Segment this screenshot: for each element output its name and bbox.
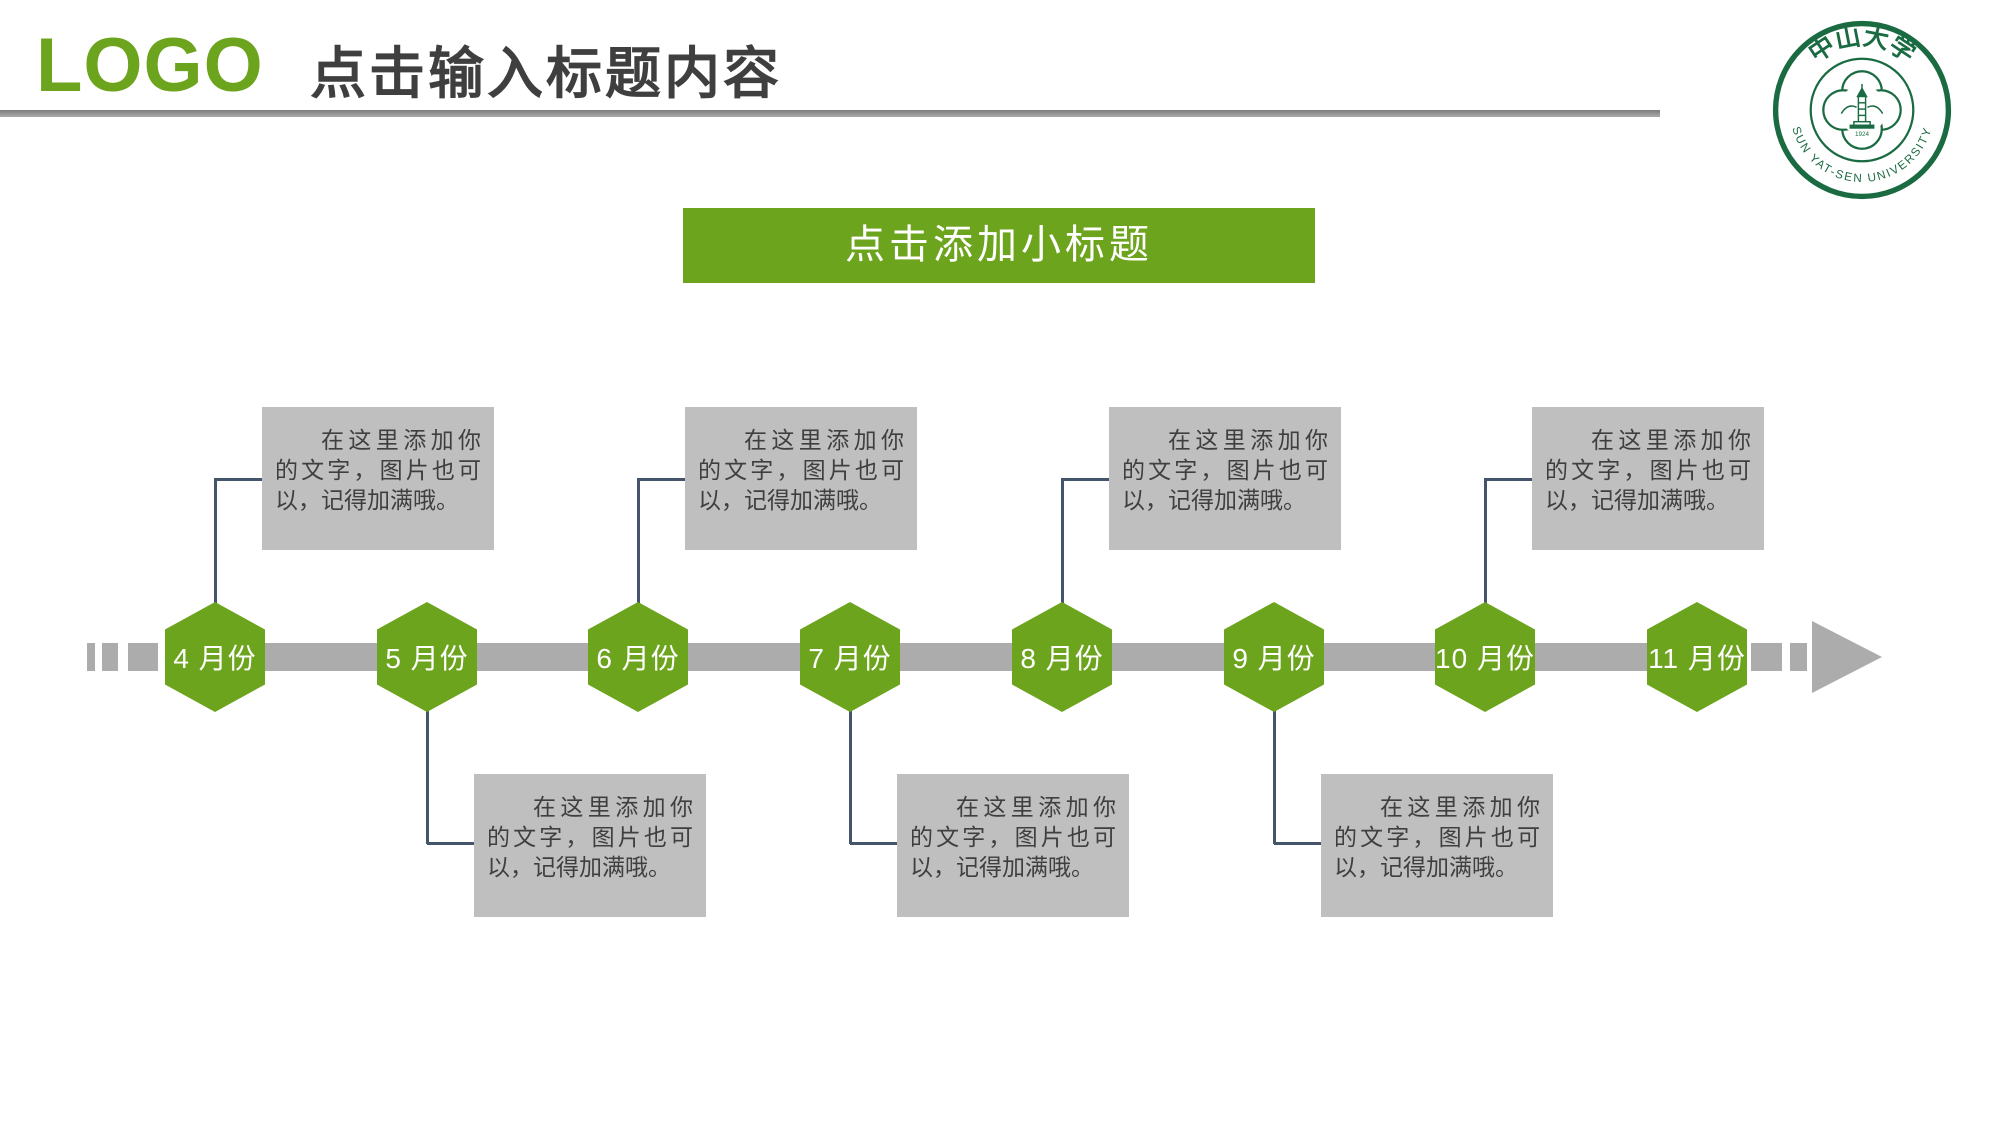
timeline-dash-right-1 (1751, 643, 1782, 671)
milestone-connector-vertical (214, 478, 217, 604)
milestone-note-box[interactable]: 在这里添加你的文字，图片也可以，记得加满哦。 (262, 407, 494, 550)
timeline-dash-left-3 (128, 643, 158, 671)
milestone-note-text[interactable]: 在这里添加你的文字，图片也可以，记得加满哦。 (487, 794, 693, 880)
logo-text: LOGO (36, 23, 264, 108)
seal-year: 1924 (1855, 131, 1870, 138)
milestone-hexagon[interactable]: 4 月份 (165, 602, 265, 712)
timeline-dash-left-2 (102, 643, 118, 671)
timeline-dash-left-1 (87, 643, 95, 671)
milestone-month-label: 5 月份 (385, 643, 469, 674)
milestone-note-box[interactable]: 在这里添加你的文字，图片也可以，记得加满哦。 (1321, 774, 1553, 917)
milestone-connector-vertical (1273, 711, 1276, 844)
timeline-arrowhead-icon (1812, 621, 1882, 693)
milestone-connector-horizontal (1062, 478, 1109, 481)
milestone-connector-horizontal (1485, 478, 1532, 481)
milestone-month-label: 9 月份 (1232, 643, 1316, 674)
milestone-note-text[interactable]: 在这里添加你的文字，图片也可以，记得加满哦。 (1122, 427, 1328, 513)
milestone-note-box[interactable]: 在这里添加你的文字，图片也可以，记得加满哦。 (897, 774, 1129, 917)
page-title[interactable]: 点击输入标题内容 (310, 42, 782, 105)
milestone-note-text[interactable]: 在这里添加你的文字，图片也可以，记得加满哦。 (1545, 427, 1751, 513)
milestone-note-box[interactable]: 在这里添加你的文字，图片也可以，记得加满哦。 (1532, 407, 1764, 550)
milestone-connector-horizontal (215, 478, 262, 481)
milestone-connector-vertical (849, 711, 852, 844)
milestone-month-label: 7 月份 (808, 643, 892, 674)
milestone-hexagon[interactable]: 7 月份 (800, 602, 900, 712)
seal-tower-icon (1840, 83, 1884, 129)
milestone-month-label: 6 月份 (596, 643, 680, 674)
milestone-connector-horizontal (427, 842, 474, 845)
milestone-connector-horizontal (1274, 842, 1321, 845)
milestone-hexagon[interactable]: 8 月份 (1012, 602, 1112, 712)
university-seal-icon: 中山大学 SUN YAT-SEN UNIVERSITY 1924 (1772, 20, 1952, 200)
subtitle-banner[interactable]: 点击添加小标题 (683, 208, 1315, 283)
milestone-note-box[interactable]: 在这里添加你的文字，图片也可以，记得加满哦。 (1109, 407, 1341, 550)
milestone-hexagon[interactable]: 10 月份 (1435, 602, 1535, 712)
milestone-connector-vertical (1484, 478, 1487, 604)
milestone-connector-horizontal (850, 842, 897, 845)
milestone-note-box[interactable]: 在这里添加你的文字，图片也可以，记得加满哦。 (474, 774, 706, 917)
milestone-connector-vertical (637, 478, 640, 604)
milestone-connector-vertical (426, 711, 429, 844)
milestone-month-label: 8 月份 (1020, 643, 1104, 674)
milestone-hexagon[interactable]: 11 月份 (1647, 602, 1747, 712)
milestone-month-label: 4 月份 (173, 643, 257, 674)
milestone-note-text[interactable]: 在这里添加你的文字，图片也可以，记得加满哦。 (910, 794, 1116, 880)
header-divider (0, 110, 1660, 117)
milestone-month-label: 11 月份 (1648, 643, 1746, 674)
milestone-note-text[interactable]: 在这里添加你的文字，图片也可以，记得加满哦。 (1334, 794, 1540, 880)
milestone-connector-horizontal (638, 478, 685, 481)
milestone-hexagon[interactable]: 9 月份 (1224, 602, 1324, 712)
milestone-note-text[interactable]: 在这里添加你的文字，图片也可以，记得加满哦。 (698, 427, 904, 513)
milestone-note-box[interactable]: 在这里添加你的文字，图片也可以，记得加满哦。 (685, 407, 917, 550)
timeline-dash-right-2 (1790, 643, 1807, 671)
milestone-month-label: 10 月份 (1435, 643, 1535, 674)
milestone-hexagon[interactable]: 6 月份 (588, 602, 688, 712)
milestone-note-text[interactable]: 在这里添加你的文字，图片也可以，记得加满哦。 (275, 427, 481, 513)
milestone-hexagon[interactable]: 5 月份 (377, 602, 477, 712)
milestone-connector-vertical (1061, 478, 1064, 604)
